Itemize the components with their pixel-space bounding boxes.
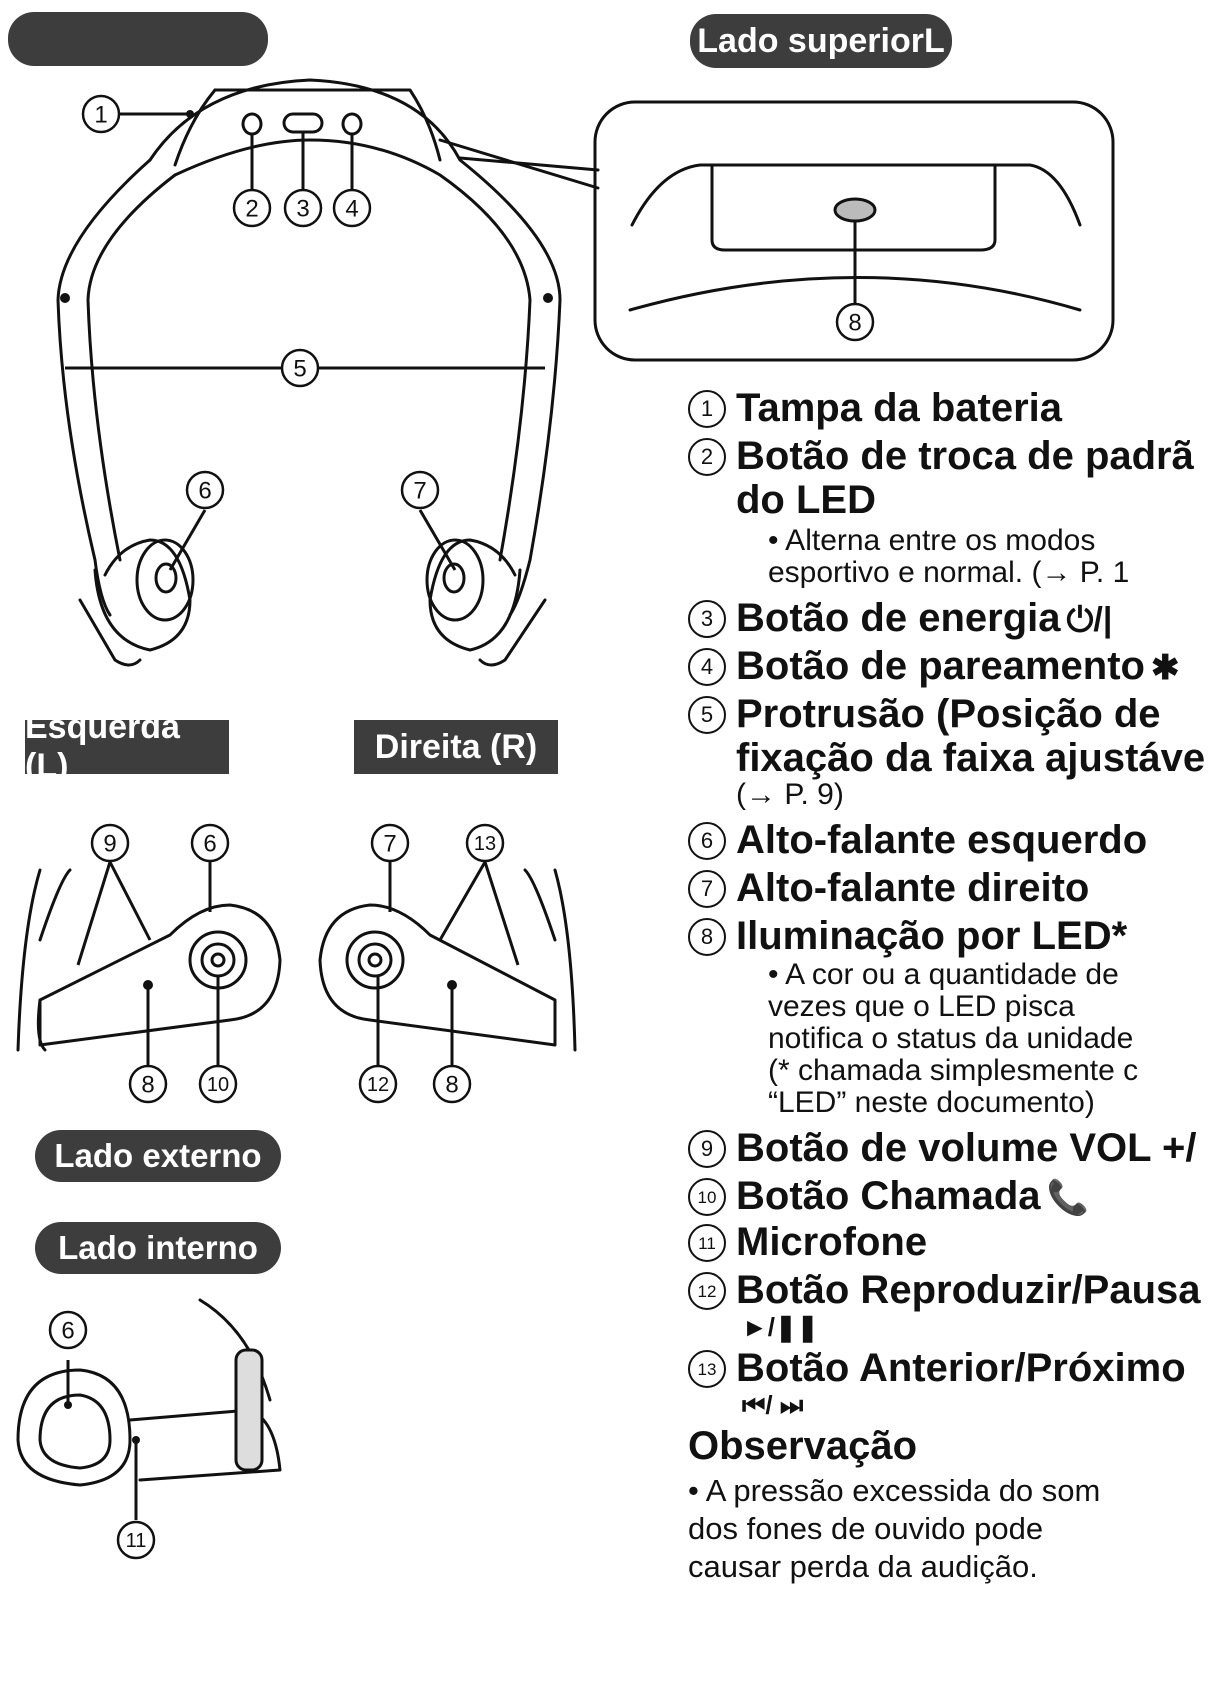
callout-7-right: 7 — [383, 831, 396, 858]
callout-11: 11 — [126, 1530, 147, 1552]
callout-8-top: 8 — [848, 310, 861, 337]
callout-3: 3 — [296, 196, 309, 223]
list-item: 5 Protrusão (Posição de fixação da faixa… — [688, 694, 1208, 810]
list-item: 1 Tampa da bateria — [688, 388, 1208, 428]
list-item: 11 Microfone — [688, 1222, 1208, 1262]
list-item: 9 Botão de volume VOL +/ — [688, 1128, 1208, 1168]
callout-8-right: 8 — [445, 1072, 458, 1099]
callout-2: 2 — [245, 196, 258, 223]
phone-icon: 📞 — [1046, 1179, 1089, 1217]
callout-6-inner: 6 — [61, 1318, 74, 1345]
list-item: 8 Iluminação por LED* • A cor ou a quant… — [688, 916, 1208, 1118]
callout-12: 12 — [367, 1074, 389, 1096]
top-side-label: Lado superiorL — [690, 14, 952, 68]
outer-side-label: Lado externo — [35, 1130, 281, 1182]
list-item: 6 Alto-falante esquerdo — [688, 820, 1208, 860]
callout-10: 10 — [207, 1074, 229, 1096]
right-label: Direita (R) — [354, 720, 558, 774]
callout-7: 7 — [413, 478, 426, 505]
callout-1: 1 — [94, 102, 107, 129]
callout-4: 4 — [345, 196, 358, 223]
power-icon: ⏻/| — [1066, 601, 1113, 639]
header-bar — [8, 12, 268, 66]
parts-list: 1 Tampa da bateria 2 Botão de troca de p… — [688, 388, 1208, 1585]
list-item: 13 Botão Anterior/Próximo ⏮/ ⏭ — [688, 1348, 1208, 1418]
list-item: 4 Botão de pareamento✱ — [688, 646, 1208, 686]
inner-side-label: Lado interno — [35, 1222, 281, 1274]
list-item: 12 Botão Reproduzir/Pausa ►/❚❚ — [688, 1270, 1208, 1340]
note-title: Observação — [688, 1424, 918, 1468]
list-item: 2 Botão de troca de padrã do LED • Alter… — [688, 436, 1208, 588]
list-item: 3 Botão de energia⏻/| — [688, 598, 1208, 638]
list-item: 10 Botão Chamada📞 — [688, 1176, 1208, 1216]
callout-13: 13 — [474, 833, 496, 855]
bluetooth-icon: ✱ — [1150, 649, 1180, 687]
callout-6-left: 6 — [203, 831, 216, 858]
callout-5: 5 — [293, 356, 306, 383]
callout-6: 6 — [198, 478, 211, 505]
callout-9: 9 — [103, 831, 116, 858]
list-item: 7 Alto-falante direito — [688, 868, 1208, 908]
note: Observação • A pressão excessida do som … — [688, 1424, 1208, 1585]
play-pause-icon: ►/❚❚ — [742, 1312, 819, 1342]
left-label: Esquerda (L) — [25, 708, 229, 785]
prev-next-icon: ⏮/ ⏭ — [742, 1390, 804, 1420]
callout-8-left: 8 — [141, 1072, 154, 1099]
